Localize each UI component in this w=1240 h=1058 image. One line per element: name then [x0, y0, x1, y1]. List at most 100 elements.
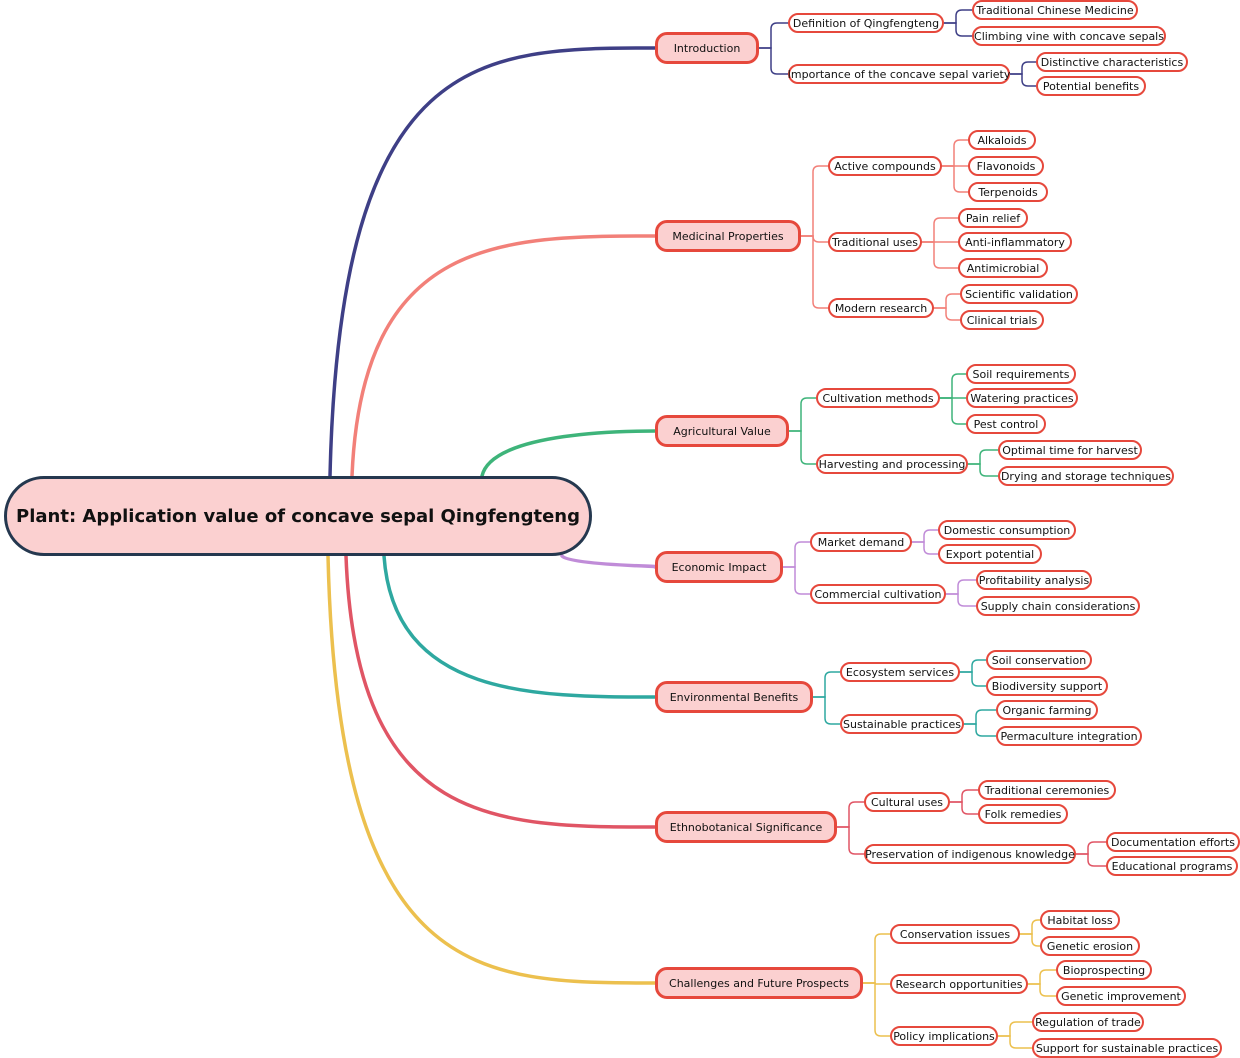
leaf-topic-2-1-1[interactable]: Drying and storage techniques [998, 466, 1174, 486]
branch-connector-1 [350, 234, 657, 478]
leaf-topic-0-1-1[interactable]: Potential benefits [1036, 76, 1146, 96]
leaf-connector-6-0-0 [1019, 919, 1041, 935]
subtopic-1-2[interactable]: Modern research [828, 298, 934, 318]
leaf-connector-5-1-1 [1075, 853, 1107, 867]
leaf-topic-1-1-0[interactable]: Pain relief [958, 208, 1028, 228]
leaf-topic-1-0-2[interactable]: Terpenoids [968, 182, 1048, 202]
leaf-topic-6-1-0[interactable]: Bioprospecting [1056, 960, 1152, 980]
branch-connector-0 [328, 46, 657, 478]
leaf-connector-5-0-1 [949, 801, 979, 815]
leaf-topic-3-1-1[interactable]: Supply chain considerations [976, 596, 1140, 616]
main-topic-4[interactable]: Environmental Benefits [655, 681, 813, 713]
leaf-topic-2-1-0[interactable]: Optimal time for harvest [998, 440, 1142, 460]
leaf-topic-1-2-1[interactable]: Clinical trials [960, 310, 1044, 330]
main-topic-5[interactable]: Ethnobotanical Significance [655, 811, 837, 843]
leaf-topic-5-1-0[interactable]: Documentation efforts [1106, 832, 1240, 852]
leaf-topic-3-1-0[interactable]: Profitability analysis [976, 570, 1092, 590]
leaf-topic-3-0-1[interactable]: Export potential [938, 544, 1042, 564]
leaf-topic-2-0-0[interactable]: Soil requirements [966, 364, 1076, 384]
sub-connector-6-2 [862, 982, 891, 1037]
leaf-connector-3-0-1 [911, 541, 939, 555]
leaf-connector-0-1-0 [1009, 61, 1037, 75]
main-topic-2[interactable]: Agricultural Value [655, 415, 789, 447]
leaf-topic-1-0-1[interactable]: Flavonoids [968, 156, 1044, 176]
leaf-topic-2-0-1[interactable]: Watering practices [966, 388, 1078, 408]
subtopic-4-1[interactable]: Sustainable practices [840, 714, 964, 734]
leaf-connector-1-0-0 [941, 139, 969, 167]
leaf-connector-4-0-1 [959, 671, 987, 687]
leaf-topic-6-0-1[interactable]: Genetic erosion [1040, 936, 1140, 956]
subtopic-3-0[interactable]: Market demand [810, 532, 912, 552]
subtopic-1-1[interactable]: Traditional uses [828, 232, 922, 252]
leaf-topic-1-1-1[interactable]: Anti-inflammatory [958, 232, 1072, 252]
main-topic-6[interactable]: Challenges and Future Prospects [655, 967, 863, 999]
leaf-connector-2-0-2 [939, 397, 967, 425]
leaf-topic-4-0-1[interactable]: Biodiversity support [986, 676, 1108, 696]
sub-connector-1-2 [800, 235, 829, 309]
sub-connector-0-1 [758, 47, 789, 75]
leaf-topic-6-2-1[interactable]: Support for sustainable practices [1032, 1038, 1222, 1058]
root-topic[interactable]: Plant: Application value of concave sepa… [4, 476, 592, 556]
leaf-connector-0-0-0 [943, 9, 973, 24]
leaf-connector-3-0-0 [911, 529, 939, 543]
leaf-topic-6-2-0[interactable]: Regulation of trade [1032, 1012, 1144, 1032]
sub-connector-2-0 [788, 397, 817, 432]
leaf-topic-3-0-0[interactable]: Domestic consumption [938, 520, 1076, 540]
main-topic-3[interactable]: Economic Impact [655, 551, 783, 583]
leaf-topic-2-0-2[interactable]: Pest control [966, 414, 1046, 434]
sub-connector-6-0 [862, 933, 891, 984]
leaf-topic-6-1-1[interactable]: Genetic improvement [1056, 986, 1186, 1006]
subtopic-3-1[interactable]: Commercial cultivation [810, 584, 946, 604]
subtopic-5-0[interactable]: Cultural uses [864, 792, 950, 812]
branch-connector-2 [480, 429, 657, 478]
leaf-topic-4-1-0[interactable]: Organic farming [996, 700, 1098, 720]
subtopic-2-0[interactable]: Cultivation methods [816, 388, 940, 408]
sub-connector-5-1 [836, 826, 865, 855]
leaf-connector-4-0-0 [959, 659, 987, 673]
branch-connector-6 [326, 554, 657, 985]
leaf-connector-2-1-0 [967, 449, 999, 465]
branch-connector-3 [560, 554, 670, 569]
leaf-connector-6-1-0 [1027, 969, 1057, 985]
sub-connector-1-1 [800, 235, 829, 243]
leaf-topic-1-0-0[interactable]: Alkaloids [968, 130, 1036, 150]
subtopic-5-1[interactable]: Preservation of indigenous knowledge [864, 844, 1076, 864]
sub-connector-1-0 [800, 165, 829, 237]
leaf-connector-5-0-0 [949, 789, 979, 803]
leaf-topic-6-0-0[interactable]: Habitat loss [1040, 910, 1120, 930]
leaf-topic-5-1-1[interactable]: Educational programs [1106, 856, 1238, 876]
subtopic-4-0[interactable]: Ecosystem services [840, 662, 960, 682]
leaf-connector-1-1-0 [921, 217, 959, 243]
leaf-connector-0-0-1 [943, 22, 973, 37]
subtopic-6-2[interactable]: Policy implications [890, 1026, 998, 1046]
leaf-connector-6-2-0 [997, 1021, 1033, 1037]
leaf-topic-0-0-0[interactable]: Traditional Chinese Medicine [972, 0, 1138, 20]
main-topic-0[interactable]: Introduction [655, 32, 759, 64]
leaf-connector-3-1-1 [945, 593, 977, 607]
leaf-topic-1-1-2[interactable]: Antimicrobial [958, 258, 1048, 278]
leaf-connector-2-0-0 [939, 373, 967, 399]
leaf-connector-4-1-0 [963, 709, 997, 725]
subtopic-1-0[interactable]: Active compounds [828, 156, 942, 176]
leaf-topic-1-2-0[interactable]: Scientific validation [960, 284, 1078, 304]
leaf-topic-4-0-0[interactable]: Soil conservation [986, 650, 1092, 670]
leaf-topic-4-1-1[interactable]: Permaculture integration [996, 726, 1142, 746]
leaf-connector-2-1-1 [967, 463, 999, 477]
leaf-connector-1-1-2 [921, 241, 959, 269]
sub-connector-5-0 [836, 801, 865, 828]
leaf-connector-1-0-2 [941, 165, 969, 193]
subtopic-6-0[interactable]: Conservation issues [890, 924, 1020, 944]
subtopic-6-1[interactable]: Research opportunities [890, 974, 1028, 994]
leaf-topic-5-0-1[interactable]: Folk remedies [978, 804, 1068, 824]
leaf-connector-6-0-1 [1019, 933, 1041, 947]
leaf-topic-0-1-0[interactable]: Distinctive characteristics [1036, 52, 1188, 72]
subtopic-2-1[interactable]: Harvesting and processing [816, 454, 968, 474]
subtopic-0-1[interactable]: Importance of the concave sepal variety [788, 64, 1010, 84]
main-topic-1[interactable]: Medicinal Properties [655, 220, 801, 252]
subtopic-0-0[interactable]: Definition of Qingfengteng [788, 13, 944, 33]
sub-connector-2-1 [788, 430, 817, 465]
leaf-topic-0-0-1[interactable]: Climbing vine with concave sepals [972, 26, 1166, 46]
leaf-topic-5-0-0[interactable]: Traditional ceremonies [978, 780, 1116, 800]
